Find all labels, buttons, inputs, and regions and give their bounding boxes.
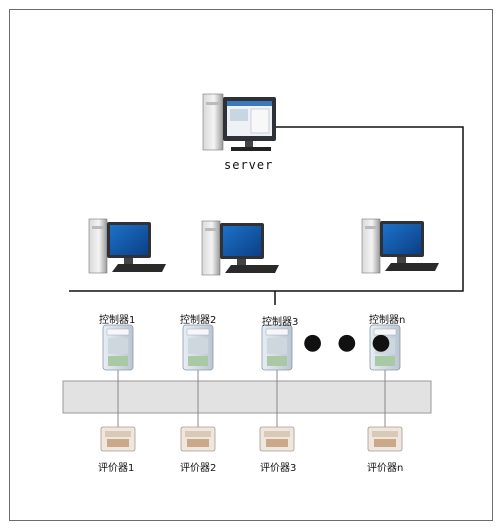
client-computer-3 [361,218,439,274]
ellipsis-dots: ● ● ● [303,330,395,355]
server-label: server [224,158,274,172]
evaluator-device-1 [100,426,136,452]
controller-device-n [369,324,401,371]
controller-label-1: 控制器1 [99,315,136,326]
evaluator-device-n [367,426,403,452]
controller-label-2: 控制器2 [180,315,217,326]
controller-label-n: 控制器n [369,315,406,326]
controller-device-1 [102,324,134,371]
client-computer-1 [88,218,166,274]
controller-label-3: 控制器3 [262,317,299,328]
hub-bar [62,380,432,414]
evaluator-label-3: 评价器3 [260,463,297,474]
evaluator-device-3 [259,426,295,452]
evaluator-label-2: 评价器2 [180,463,217,474]
controller-device-3 [261,324,293,371]
evaluator-device-2 [180,426,216,452]
evaluator-label-1: 评价器1 [98,463,135,474]
diagram-frame [9,9,493,521]
client-computer-2 [201,220,279,276]
server-link-line [69,126,464,292]
evaluator-label-n: 评价器n [367,463,404,474]
server-computer [202,93,276,151]
controller-device-2 [182,324,214,371]
